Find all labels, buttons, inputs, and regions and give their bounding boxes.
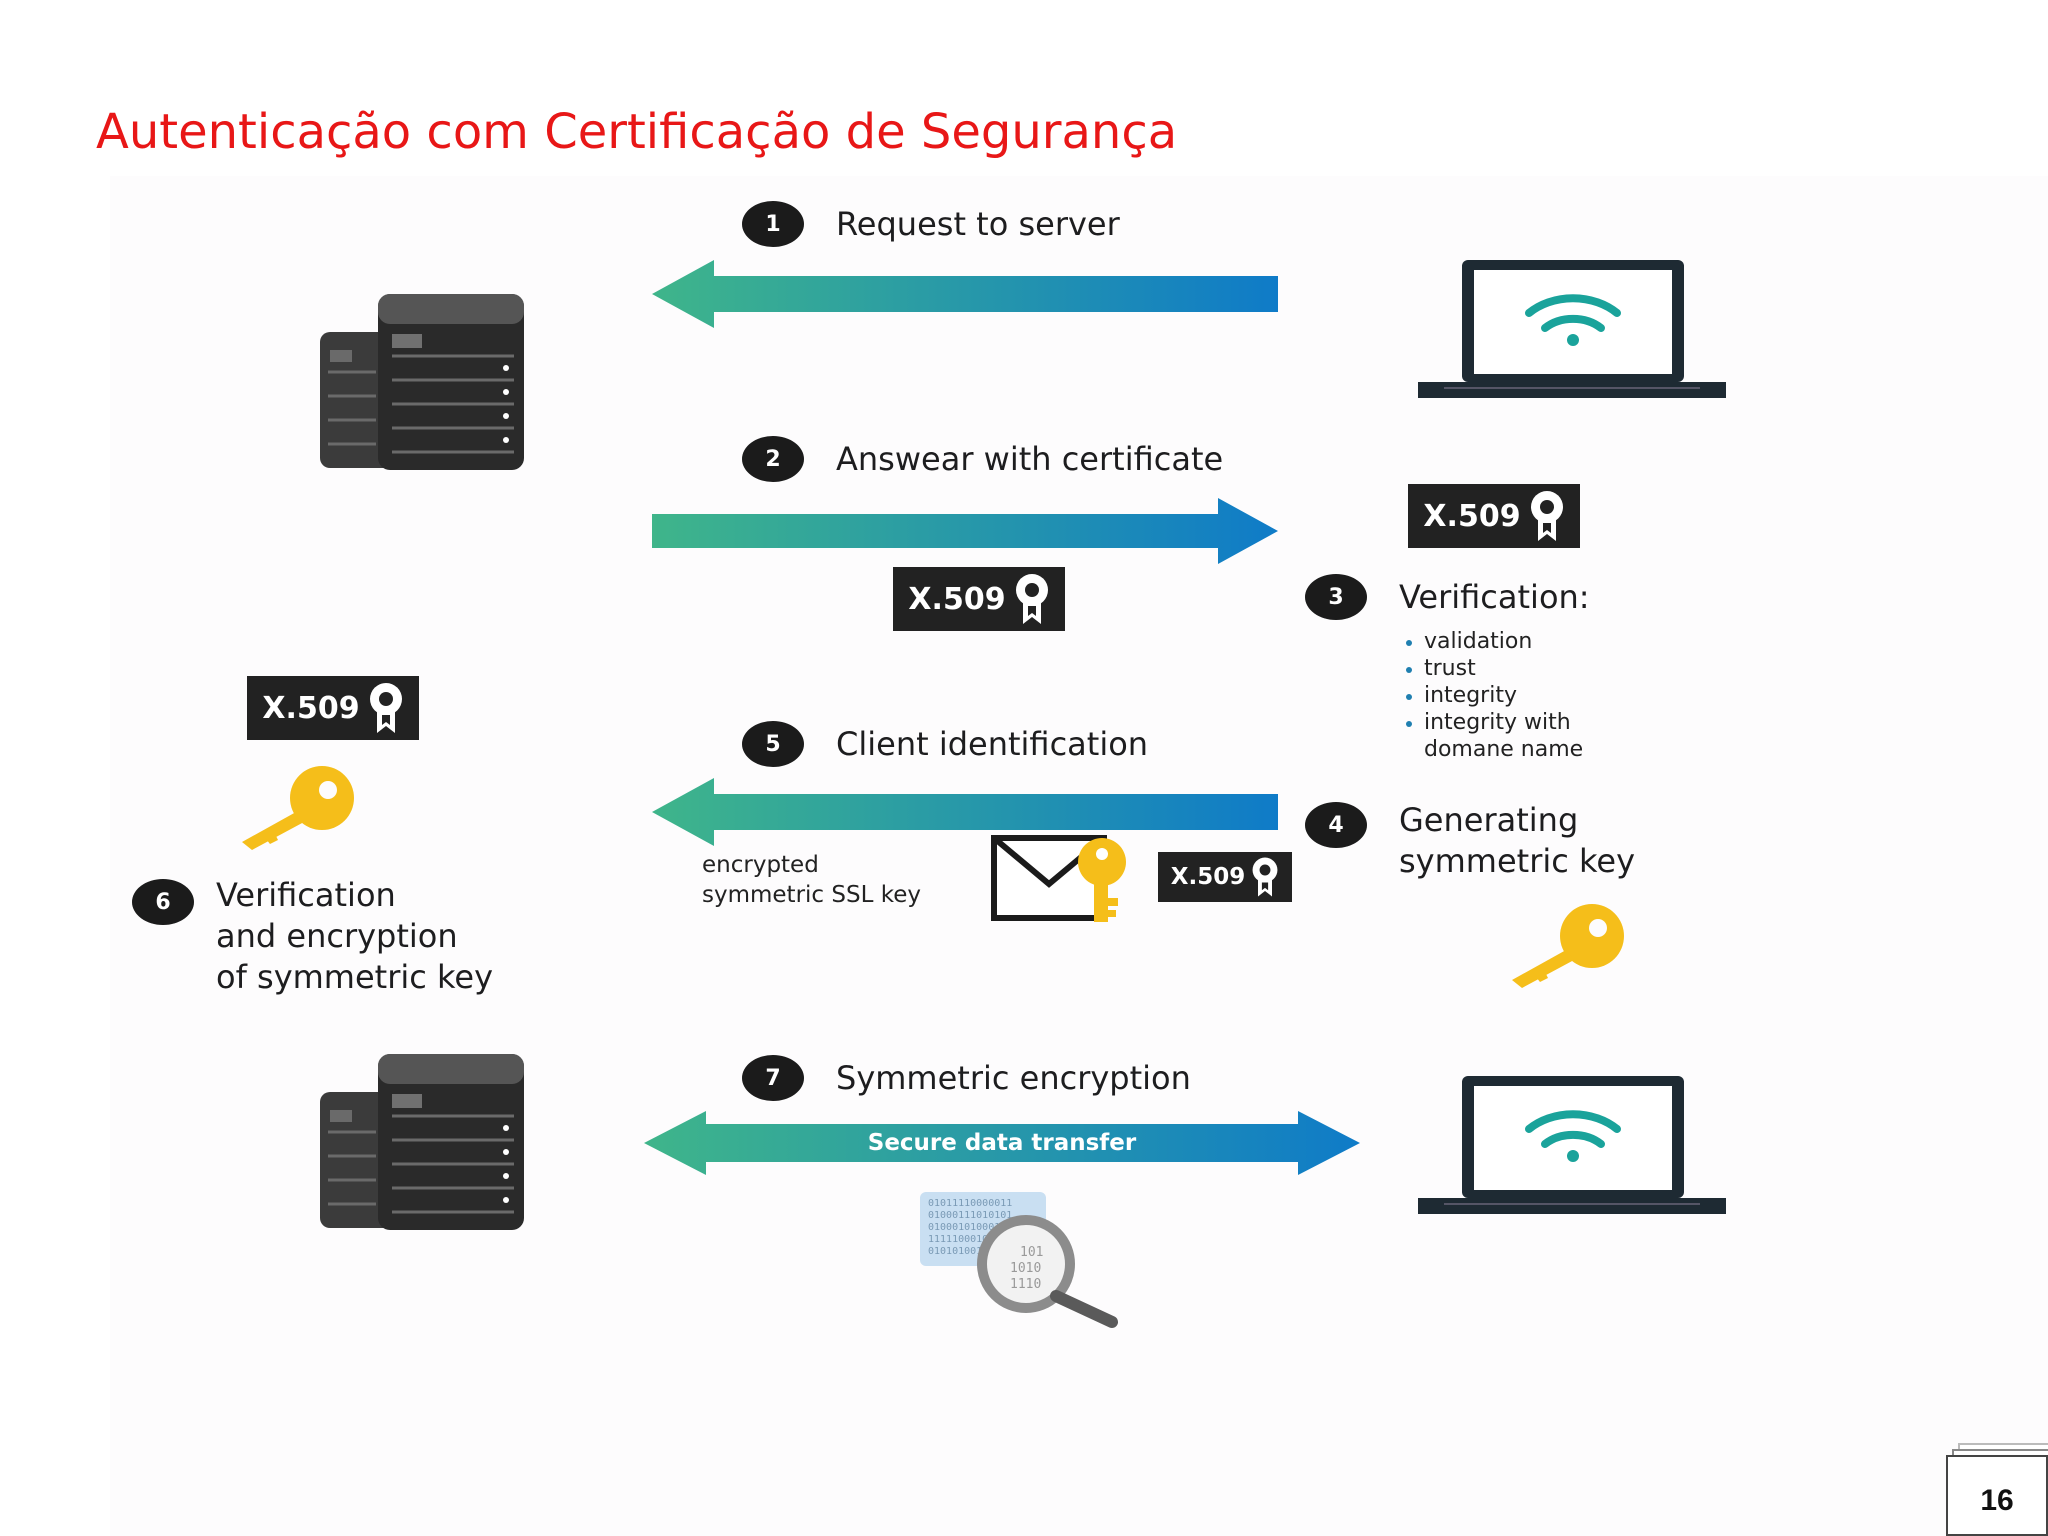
svg-text:01000101000101: 01000101000101 (928, 1222, 1012, 1233)
check-item: integrity (1404, 682, 1583, 709)
step-label: Verification: (1399, 577, 1590, 616)
certificate-text: X.509 (1423, 498, 1521, 534)
encrypted-key-label: encrypted symmetric SSL key (702, 852, 921, 908)
step-2: 2 Answear with certificate (742, 436, 1223, 482)
svg-text:01011110000011: 01011110000011 (928, 1198, 1012, 1209)
step-number: 7 (742, 1055, 804, 1101)
svg-text:1110: 1110 (1010, 1277, 1041, 1292)
step-label: Request to server (836, 204, 1120, 243)
certificate-icon (1252, 857, 1278, 897)
step-3: 3 Verification: (1305, 574, 1590, 620)
magnifier-icon: 01011110000011 01000111010101 0100010100… (920, 1192, 1118, 1328)
key-icon (242, 766, 354, 850)
step-label: Generating symmetric key (1399, 801, 1636, 880)
step-7: 7 Symmetric encryption (742, 1055, 1191, 1101)
server-icon (320, 1054, 524, 1230)
step-number: 5 (742, 721, 804, 767)
certificate-text: X.509 (908, 581, 1006, 617)
page-number: 16 (1980, 1484, 2014, 1517)
slide-title: Autenticação com Certificação de Seguran… (96, 104, 1178, 160)
key-icon (1078, 838, 1126, 922)
arrow-secure-transfer (644, 1111, 1360, 1175)
certificate-icon (1015, 574, 1048, 624)
arrow-client-identification (652, 778, 1278, 846)
certificate-badge: X.509 (1408, 484, 1580, 548)
step-4: 4 Generating symmetric key (1305, 800, 1635, 882)
svg-text:01010100101010: 01010100101010 (928, 1246, 1012, 1257)
step-label: Answear with certificate (836, 439, 1224, 478)
certificate-text: X.509 (262, 690, 360, 726)
svg-text:101: 101 (1020, 1245, 1043, 1260)
verification-checklist: validation trust integrity integrity wit… (1404, 628, 1583, 763)
certificate-badge: X.509 (247, 676, 419, 740)
svg-text:1010: 1010 (1010, 1261, 1041, 1276)
step-number: 4 (1305, 802, 1367, 848)
laptop-icon (1418, 1076, 1726, 1214)
certificate-icon (369, 683, 402, 733)
check-item: trust (1404, 655, 1583, 682)
key-icon (1512, 904, 1624, 988)
page-number-box (1946, 1455, 2048, 1536)
check-item-continuation: domane name (1424, 737, 1584, 762)
wifi-icon (1525, 294, 1621, 332)
step-label: Symmetric encryption (836, 1058, 1191, 1097)
server-icon (320, 294, 524, 470)
wifi-icon (1525, 1110, 1621, 1148)
step-5: 5 Client identification (742, 721, 1148, 767)
certificate-icon (1530, 491, 1563, 541)
step-1: 1 Request to server (742, 201, 1120, 247)
check-item: validation (1404, 628, 1583, 655)
step-number: 6 (132, 879, 194, 925)
svg-text:01000111010101: 01000111010101 (928, 1210, 1012, 1221)
svg-text:11111000100101: 11111000100101 (928, 1234, 1012, 1245)
certificate-badge: X.509 (1158, 852, 1292, 902)
step-number: 2 (742, 436, 804, 482)
arrow-request (652, 260, 1278, 328)
laptop-icon (1418, 260, 1726, 398)
step-6: 6 Verification and encryption of symmetr… (132, 875, 493, 998)
envelope-icon (991, 835, 1126, 922)
certificate-badge: X.509 (893, 567, 1065, 631)
step-number: 1 (742, 201, 804, 247)
step-label: Client identification (836, 724, 1149, 763)
certificate-text: X.509 (1170, 864, 1246, 890)
arrow-answer (652, 498, 1278, 564)
step-number: 3 (1305, 574, 1367, 620)
step-label: Verification and encryption of symmetric… (216, 876, 494, 996)
transfer-label: Secure data transfer (867, 1130, 1137, 1156)
check-item: integrity with (1404, 709, 1583, 736)
